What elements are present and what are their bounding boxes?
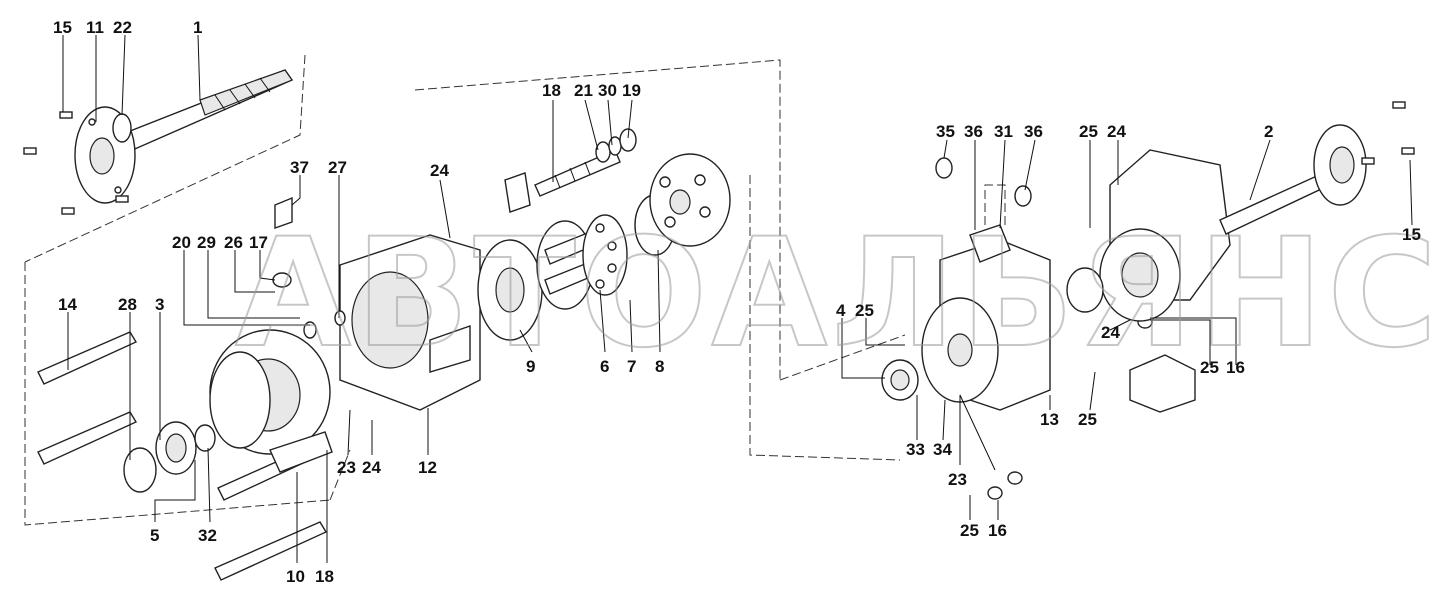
- callout-15: 15: [53, 18, 72, 37]
- cylinder-block: [649, 153, 731, 247]
- callout-10: 10: [286, 567, 305, 586]
- swash-plate-9: [477, 239, 543, 341]
- callout-34: 34: [933, 440, 952, 459]
- callout-15: 15: [1402, 225, 1421, 244]
- ring-5: [123, 447, 157, 493]
- callout-2: 2: [1264, 122, 1273, 141]
- retainer-plate-7: [582, 214, 628, 296]
- bearing-3: [155, 421, 197, 475]
- callout-22: 22: [113, 18, 132, 37]
- bolts-15-left: [23, 111, 129, 215]
- ring-32: [194, 424, 216, 452]
- end-cover-13: [921, 239, 1051, 411]
- callout-20: 20: [172, 233, 191, 252]
- callout-19: 19: [622, 81, 641, 100]
- callout-26: 26: [224, 233, 243, 252]
- bearing-4: [881, 359, 919, 401]
- callout-6: 6: [600, 357, 609, 376]
- callout-16: 16: [988, 521, 1007, 540]
- callout-25: 25: [1200, 358, 1219, 377]
- bracket-10: [269, 431, 333, 473]
- bolts-15-right: [1361, 101, 1415, 165]
- drive-shaft-2: [1219, 124, 1367, 235]
- callout-32: 32: [198, 526, 217, 545]
- block-18: [504, 172, 531, 213]
- rear-housing: [1066, 149, 1231, 322]
- bracket-37: [274, 196, 293, 229]
- callout-21: 21: [574, 81, 593, 100]
- callout-36: 36: [964, 122, 983, 141]
- callout-24: 24: [430, 161, 449, 180]
- pump-housing-12: [339, 234, 481, 411]
- callout-11: 11: [86, 18, 104, 37]
- callout-25: 25: [855, 301, 874, 320]
- callout-24: 24: [1107, 122, 1126, 141]
- callout-17: 17: [249, 233, 268, 252]
- watermark-text: АВТОАЛЬЯНС: [235, 207, 1441, 381]
- callout-5: 5: [150, 526, 159, 545]
- callout-30: 30: [598, 81, 617, 100]
- callout-24: 24: [1101, 323, 1120, 342]
- callout-23: 23: [337, 458, 356, 477]
- callout-13: 13: [1040, 410, 1059, 429]
- front-cover: [209, 329, 331, 455]
- callout-23: 23: [948, 470, 967, 489]
- callout-25: 25: [1079, 122, 1098, 141]
- callout-29: 29: [197, 233, 216, 252]
- callout-33: 33: [906, 440, 925, 459]
- callout-12: 12: [418, 458, 437, 477]
- callout-18: 18: [542, 81, 561, 100]
- callout-numbers: 15 11 22 1 37 27 20 29 26 17 14 28 3 5 3…: [53, 18, 1421, 586]
- callout-36: 36: [1024, 122, 1043, 141]
- callout-16: 16: [1226, 358, 1245, 377]
- callout-9: 9: [526, 357, 535, 376]
- callout-27: 27: [328, 158, 347, 177]
- callout-37: 37: [290, 158, 309, 177]
- callout-1: 1: [193, 18, 202, 37]
- seal-ring-22: [112, 113, 132, 143]
- callout-14: 14: [58, 295, 77, 314]
- callout-25: 25: [960, 521, 979, 540]
- valve-31: [969, 224, 1011, 263]
- piston-assembly-6: [536, 220, 596, 310]
- leader-lines: [62, 34, 1413, 563]
- callout-28: 28: [118, 295, 137, 314]
- callout-25: 25: [1078, 410, 1097, 429]
- callout-31: 31: [994, 122, 1013, 141]
- callout-35: 35: [936, 122, 955, 141]
- eye-bolts-35-36: [935, 157, 1032, 207]
- callout-3: 3: [155, 295, 164, 314]
- callout-7: 7: [627, 357, 636, 376]
- callout-24: 24: [362, 458, 381, 477]
- valve-block: [1129, 354, 1196, 413]
- drive-shaft-1: [119, 69, 294, 153]
- callout-8: 8: [655, 357, 664, 376]
- spring-18: [534, 149, 621, 197]
- callout-18: 18: [315, 567, 334, 586]
- plugs-17-20-26-29: [272, 272, 346, 339]
- callout-4: 4: [836, 301, 846, 320]
